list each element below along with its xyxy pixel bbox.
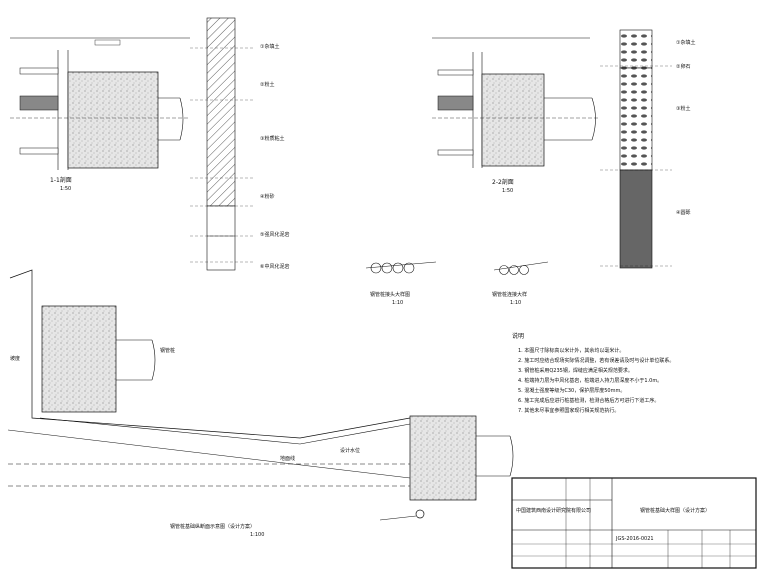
profile-pipe-label: 钢管桩 [160, 347, 175, 354]
bottom-profile: 钢管桩 坡度 地面线 设计水位 钢管桩基础纵断面示意图（设计方案） 1:100 [7, 269, 514, 538]
right-beam [437, 95, 474, 111]
left-section-scale: 1:50 [60, 186, 71, 192]
note-7: 7. 其他未尽事宜参照国家现行相关规范执行。 [518, 407, 619, 414]
bottom-profile-caption: 钢管桩基础纵断面示意图（设计方案） [170, 523, 255, 530]
profile-ground-label: 地面线 [280, 455, 295, 462]
left-soil-column: ①杂填土 ②粉土 ③粉质粘土 ④粉砂 ⑤强风化泥岩 ⑥中风化泥岩 [190, 17, 289, 271]
right-column-dark-layer [619, 169, 653, 269]
notes-heading: 说明 [512, 332, 524, 340]
pipe-detail-1-caption: 钢管桩接头大样图 [370, 291, 410, 298]
profile-left-block [41, 305, 117, 413]
pipe-detail-1-scale: 1:10 [392, 300, 403, 306]
note-5: 5. 混凝土强度等级为C30，保护层厚度50mm。 [518, 387, 625, 394]
notes-block: 说明 1. 本图尺寸除标高以米计外，其余均以毫米计。 2. 施工时应结合现场实际… [512, 332, 674, 414]
title-block-drawing-number: JGS-2016-0021 [615, 536, 654, 542]
left-beam [19, 95, 59, 111]
note-3: 3. 钢管桩采用Q235钢，焊缝应满足相关规范要求。 [518, 367, 633, 374]
soil-right-layer-2: ②卵石 [676, 63, 690, 70]
right-section-caption: 2-2剖面 [492, 178, 514, 186]
title-block-company: 中国建筑西南设计研究院有限公司 [516, 507, 591, 514]
note-4: 4. 桩端持力层为中风化基岩，桩端进入持力层深度不小于1.0m。 [518, 377, 662, 384]
soil-left-layer-1: ①杂填土 [260, 43, 279, 50]
soil-right-layer-4: ④圆砾 [676, 209, 690, 216]
left-concrete-block [67, 71, 159, 169]
left-section-caption: 1-1剖面 [50, 176, 72, 184]
profile-water-label: 设计水位 [340, 447, 360, 454]
title-block-drawing-title: 钢管桩基础大样图（设计方案） [640, 507, 710, 514]
pipe-detail-2-scale: 1:10 [510, 300, 521, 306]
profile-slope-label: 坡度 [10, 355, 20, 362]
soil-left-layer-6: ⑥中风化泥岩 [260, 263, 289, 270]
profile-right-block [409, 415, 477, 501]
right-section-scale: 1:50 [502, 188, 513, 194]
soil-left-layer-3: ③粉质粘土 [260, 135, 284, 142]
right-section-2-2: 2-2剖面 1:50 [432, 37, 600, 194]
left-section-1-1: 1-1剖面 1:50 [10, 37, 190, 192]
soil-right-layer-1: ①杂填土 [676, 39, 695, 46]
soil-left-layer-2: ②粉土 [260, 81, 274, 88]
note-6: 6. 施工完成后应进行桩基检测，检测合格后方可进行下道工序。 [518, 397, 659, 404]
note-2: 2. 施工时应结合现场实际情况调整，若有误差请及时与设计单位联系。 [518, 357, 674, 364]
title-block: 中国建筑西南设计研究院有限公司 钢管桩基础大样图（设计方案） JGS-2016-… [511, 477, 757, 569]
pipe-detail-2-caption: 钢管桩连接大样 [492, 291, 527, 298]
right-concrete-block [481, 73, 545, 167]
pipe-detail-1: 钢管桩接头大样图 1:10 [365, 261, 437, 306]
soil-right-layer-3: ③粉土 [676, 105, 690, 112]
bottom-profile-scale: 1:100 [250, 532, 264, 538]
note-1: 1. 本图尺寸除标高以米计外，其余均以毫米计。 [518, 347, 624, 354]
soil-left-layer-4: ④粉砂 [260, 193, 274, 200]
right-soil-column: ①杂填土 ②卵石 ③粉土 ④圆砾 [600, 29, 695, 269]
soil-left-layer-5: ⑤强风化泥岩 [260, 231, 289, 238]
pipe-detail-2: 钢管桩连接大样 1:10 [492, 261, 549, 306]
left-pipe-break [179, 97, 184, 141]
